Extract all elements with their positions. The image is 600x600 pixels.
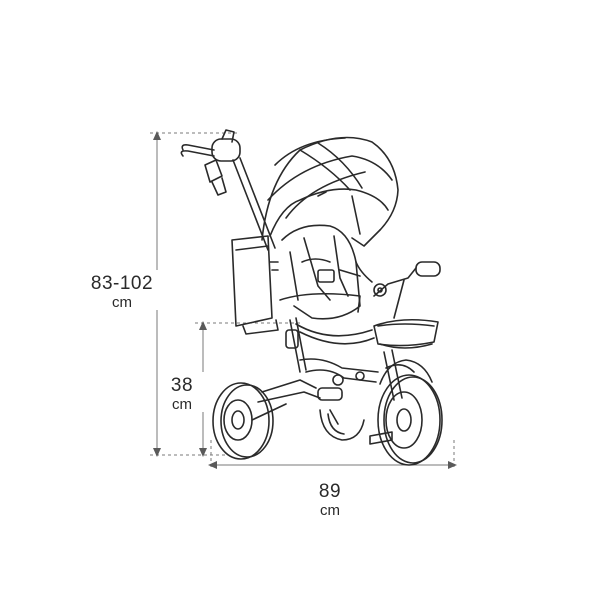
frame (251, 317, 415, 445)
seat (279, 224, 375, 345)
seat-height-unit: cm (172, 396, 192, 413)
side-bag (231, 235, 279, 335)
front-basket (373, 318, 439, 349)
tricycle-illustration (180, 129, 443, 466)
arrow-down-seat (199, 448, 207, 457)
arrow-right-length (448, 461, 457, 469)
total-height-label: 83-102 cm (82, 274, 162, 310)
dimension-arrowheads (153, 131, 457, 469)
total-height-value: 83-102 (90, 273, 154, 294)
length-value: 89 (318, 481, 342, 502)
rear-right-wheel (319, 409, 365, 441)
length-unit: cm (320, 502, 340, 519)
push-handle (180, 129, 276, 251)
arrow-up-seat (199, 321, 207, 330)
total-height-unit: cm (112, 294, 132, 311)
length-label: 89 cm (300, 482, 360, 518)
dimension-guides (150, 132, 455, 470)
rear-left-wheel (212, 382, 274, 460)
seat-height-value: 38 (170, 375, 194, 396)
arrow-up-total (153, 131, 161, 140)
front-handlebar (355, 261, 441, 319)
seat-height-label: 38 cm (160, 376, 204, 412)
arrow-left-length (208, 461, 217, 469)
arrow-down-total (153, 448, 161, 457)
front-wheel (377, 359, 443, 466)
canopy (261, 136, 399, 247)
